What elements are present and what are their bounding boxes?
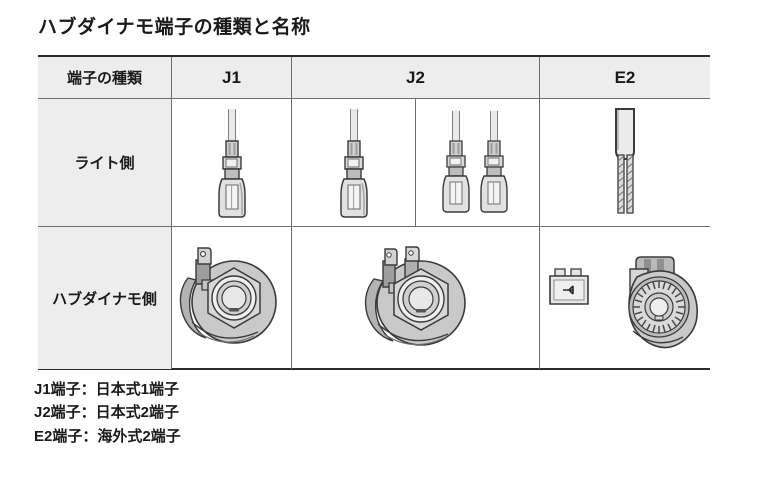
terminal-types-table: 端子の種類 J1 J2 E2 ライト側	[38, 55, 710, 370]
table-row: ライト側	[38, 99, 710, 227]
two-pin-plug-icon	[549, 268, 589, 305]
bare-twin-wire-cable-icon	[600, 107, 650, 219]
note-j1: J1端子：日本式1端子	[34, 381, 180, 398]
header-cell-j1: J1	[172, 57, 292, 98]
row-label-light-side: ライト側	[38, 99, 172, 226]
cell-light-e2	[540, 99, 710, 226]
header-j1-text: J1	[222, 67, 241, 87]
hub-dynamo-two-tab-icon	[353, 239, 479, 357]
cell-light-j1	[172, 99, 292, 226]
header-cell-j2: J2	[292, 57, 540, 98]
header-e2-text: E2	[614, 67, 636, 87]
twin-plug-connector-icon	[439, 107, 517, 219]
table-header-row: 端子の種類 J1 J2 E2	[38, 57, 710, 99]
row-label-text: ライト側	[74, 155, 135, 172]
header-label-text: 端子の種類	[66, 70, 142, 87]
page-title: ハブダイナモ端子の種類と名称	[38, 17, 311, 38]
cell-light-j2-single	[292, 99, 416, 226]
cell-hub-j1	[172, 227, 292, 369]
note-e2: E2端子：海外式2端子	[34, 427, 181, 445]
cell-hub-j2	[292, 227, 540, 369]
legend-notes: J1端子：日本式1端子 J2端子：日本式2端子 E2端子：海外式2端子	[34, 378, 181, 448]
single-plug-connector-icon	[209, 107, 255, 219]
note-j2: J2端子：日本式2端子	[34, 404, 180, 422]
row-label-hub-dynamo-side: ハブダイナモ側	[38, 227, 172, 369]
hub-dynamo-block-connector-icon	[545, 239, 705, 357]
table-row: ハブダイナモ側	[38, 227, 710, 369]
cell-light-j2-twin	[416, 99, 540, 226]
row-label-text: ハブダイナモ側	[52, 290, 157, 308]
header-cell-label: 端子の種類	[38, 57, 172, 98]
hub-dynamo-one-tab-icon	[176, 240, 288, 356]
header-cell-e2: E2	[540, 57, 710, 98]
header-j2-text: J2	[406, 67, 425, 87]
cell-hub-e2	[540, 227, 710, 369]
single-plug-connector-icon	[331, 107, 377, 219]
